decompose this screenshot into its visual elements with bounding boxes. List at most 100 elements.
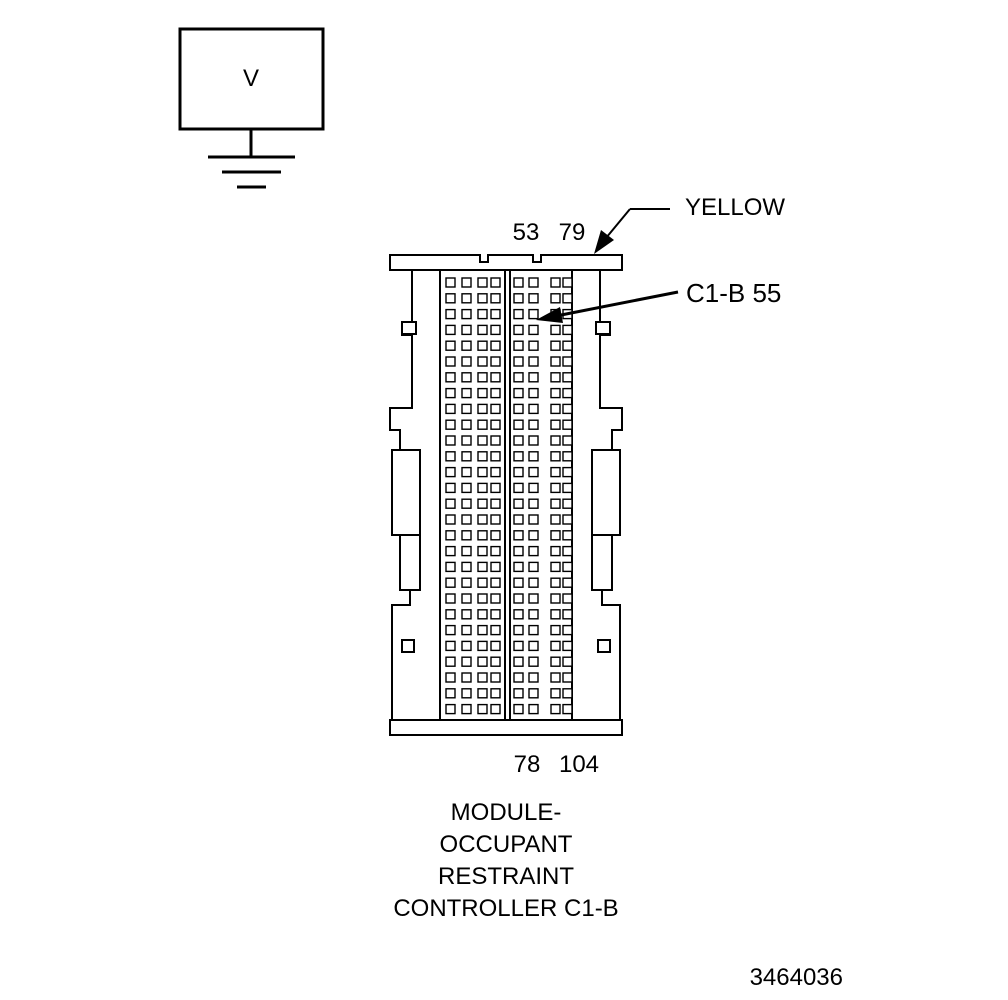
terminal-pin xyxy=(550,340,561,351)
terminal-pin xyxy=(562,372,573,383)
terminal-pin xyxy=(513,593,524,604)
terminal-pin xyxy=(562,609,573,620)
terminal-pin xyxy=(461,324,472,336)
color-leader xyxy=(594,208,670,254)
terminal-pin xyxy=(461,435,472,446)
pin-label-78: 78 xyxy=(514,751,541,778)
terminal-pin xyxy=(490,308,501,320)
terminal-pin xyxy=(562,561,573,573)
terminal-pin xyxy=(513,656,524,667)
terminal-pin xyxy=(562,277,573,288)
terminal-pin xyxy=(528,640,539,652)
terminal-pin xyxy=(562,688,573,699)
terminal-pin xyxy=(445,356,456,367)
terminal-pin xyxy=(477,577,488,588)
voltmeter-symbol: V xyxy=(243,65,259,92)
terminal-pin xyxy=(445,466,456,478)
terminal-pin xyxy=(461,672,472,683)
terminal-pin xyxy=(461,340,472,351)
terminal-pin xyxy=(490,514,501,525)
terminal-pin xyxy=(461,482,472,494)
terminal-pin xyxy=(490,530,501,541)
terminal-pin xyxy=(445,324,456,336)
terminal-pin xyxy=(562,656,573,667)
terminal-pin xyxy=(550,356,561,367)
title-line-3: RESTRAINT xyxy=(438,863,574,890)
terminal-pin xyxy=(528,435,539,446)
terminal-pin xyxy=(461,561,472,573)
terminal-pin xyxy=(445,703,456,715)
terminal-pin xyxy=(550,403,561,415)
terminal-pin xyxy=(477,435,488,446)
terminal-pin xyxy=(461,387,472,399)
terminal-pin xyxy=(562,356,573,367)
terminal-pin xyxy=(513,451,524,462)
terminal-pin xyxy=(445,640,456,652)
terminal-pin xyxy=(445,435,456,446)
terminal-pin xyxy=(490,593,501,604)
terminal-pin xyxy=(513,688,524,699)
terminal-pin xyxy=(513,324,524,336)
ground-icon xyxy=(208,155,295,189)
terminal-pin xyxy=(445,561,456,573)
connector-header xyxy=(389,254,623,271)
terminal-pin xyxy=(528,340,539,351)
terminal-pin xyxy=(528,561,539,573)
terminal-pin xyxy=(528,466,539,478)
terminal-pin xyxy=(513,514,524,525)
terminal-pin xyxy=(550,545,561,557)
terminal-pin xyxy=(490,466,501,478)
terminal-pin xyxy=(477,545,488,557)
terminal-pin xyxy=(528,498,539,509)
terminal-pin xyxy=(477,530,488,541)
terminal-pin xyxy=(445,403,456,415)
terminal-pin xyxy=(513,466,524,478)
terminal-pin xyxy=(477,482,488,494)
terminal-pin xyxy=(445,530,456,541)
terminal-pin xyxy=(477,372,488,383)
left-upper-tab xyxy=(401,321,417,335)
terminal-pin xyxy=(528,293,539,304)
terminal-pin xyxy=(513,672,524,683)
terminal-pin xyxy=(562,387,573,399)
terminal-pin xyxy=(550,640,561,652)
terminal-pin xyxy=(445,387,456,399)
terminal-pin xyxy=(528,688,539,699)
terminal-pin xyxy=(550,593,561,604)
terminal-pin xyxy=(490,656,501,667)
terminal-pin xyxy=(528,356,539,367)
terminal-pin xyxy=(513,561,524,573)
terminal-pin xyxy=(513,372,524,383)
voltmeter: V xyxy=(178,27,325,189)
terminal-pin xyxy=(513,703,524,715)
terminal-pin xyxy=(562,514,573,525)
terminal-pin xyxy=(490,419,501,430)
terminal-pin xyxy=(445,593,456,604)
terminal-pin xyxy=(461,356,472,367)
connector-title: MODULE- OCCUPANT RESTRAINT CONTROLLER C1… xyxy=(393,799,618,922)
terminal-pin xyxy=(477,451,488,462)
terminal-pin xyxy=(461,624,472,636)
terminal-pin xyxy=(562,545,573,557)
terminal-pin xyxy=(562,403,573,415)
terminal-pin xyxy=(513,530,524,541)
terminal-pin xyxy=(513,498,524,509)
terminal-pin xyxy=(513,419,524,430)
terminal-pin xyxy=(477,656,488,667)
terminal-pin xyxy=(490,577,501,588)
terminal-pin xyxy=(528,372,539,383)
terminal-pin xyxy=(461,530,472,541)
pin-label-79: 79 xyxy=(559,219,586,246)
terminal-pin xyxy=(550,466,561,478)
connector-body xyxy=(389,254,623,736)
terminal-pin xyxy=(461,656,472,667)
title-line-1: MODULE- xyxy=(451,799,562,826)
terminal-pin xyxy=(461,593,472,604)
terminal-pin xyxy=(445,514,456,525)
terminal-pin xyxy=(490,277,501,288)
terminal-pin xyxy=(550,482,561,494)
terminal-pin xyxy=(477,609,488,620)
title-line-4: CONTROLLER C1-B xyxy=(393,895,618,922)
terminal-pin xyxy=(461,466,472,478)
terminal-pin xyxy=(562,498,573,509)
